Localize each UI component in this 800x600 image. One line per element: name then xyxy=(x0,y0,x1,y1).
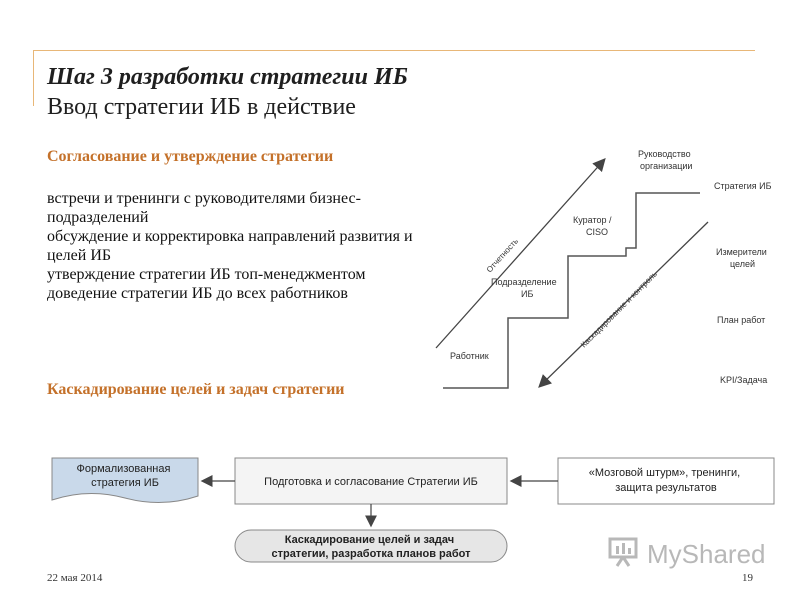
bullet-item: утверждение стратегии ИБ топ-менеджменто… xyxy=(47,266,366,283)
process-flow-diagram: Формализованная стратегия ИБ Подготовка … xyxy=(51,457,775,563)
staircase-diagram: Отчетность Каскадирование и контроль Рук… xyxy=(435,149,772,389)
right-label-plan: План работ xyxy=(717,315,765,325)
formalized-strategy-document xyxy=(51,457,199,504)
arrow-up-label: Отчетность xyxy=(485,237,520,275)
footer-date: 22 мая 2014 xyxy=(47,572,103,584)
arrow-down-label: Каскадирование и контроль xyxy=(579,270,659,350)
brainstorm-box xyxy=(557,457,775,505)
slide-subtitle: Ввод стратегии ИБ в действие xyxy=(47,94,356,120)
level-label-worker: Работник xyxy=(450,351,489,361)
bullet-item: обсуждение и корректировка направлений р… xyxy=(47,228,413,264)
level-label-top: Руководство организации xyxy=(638,149,693,171)
logo-text: MyShared xyxy=(647,539,766,569)
bullet-list: встречи и тренинги с руководителями бизн… xyxy=(47,189,419,303)
presentation-board-icon xyxy=(608,537,638,567)
page-number: 19 xyxy=(742,572,753,584)
prep-approval-text: Подготовка и согласование Стратегии ИБ xyxy=(264,476,478,488)
bullet-item: доведение стратегии ИБ до всех работнико… xyxy=(47,285,348,302)
title-frame-top-line xyxy=(33,50,755,51)
brainstorm-text: «Мозговой штурм», тренинги, защита резул… xyxy=(589,467,743,494)
title-frame-left-line xyxy=(33,50,34,106)
cascade-plans-box xyxy=(234,529,508,563)
right-label-measures: Измерители целей xyxy=(716,247,769,269)
cascade-control-arrow xyxy=(538,221,709,388)
myshared-logo: MyShared xyxy=(607,536,767,572)
right-label-strategy: Стратегия ИБ xyxy=(714,181,772,191)
right-label-kpi: KPI/Задача xyxy=(720,375,767,385)
formalized-strategy-text: Формализованная стратегия ИБ xyxy=(76,463,173,489)
cascade-plans-text: Каскадирование целей и задач стратегии, … xyxy=(271,534,471,560)
bullet-item: встречи и тренинги с руководителями бизн… xyxy=(47,190,361,226)
level-label-curator: Куратор / CISO xyxy=(573,215,614,237)
reporting-arrow xyxy=(435,158,606,349)
staircase-line xyxy=(443,192,700,389)
level-label-dept: Подразделение ИБ xyxy=(491,277,559,299)
section-heading-approval: Согласование и утверждение стратегии xyxy=(47,148,334,165)
section-heading-cascade: Каскадирование целей и задач стратегии xyxy=(47,381,345,398)
slide-title: Шаг 3 разработки стратегии ИБ xyxy=(47,64,408,90)
